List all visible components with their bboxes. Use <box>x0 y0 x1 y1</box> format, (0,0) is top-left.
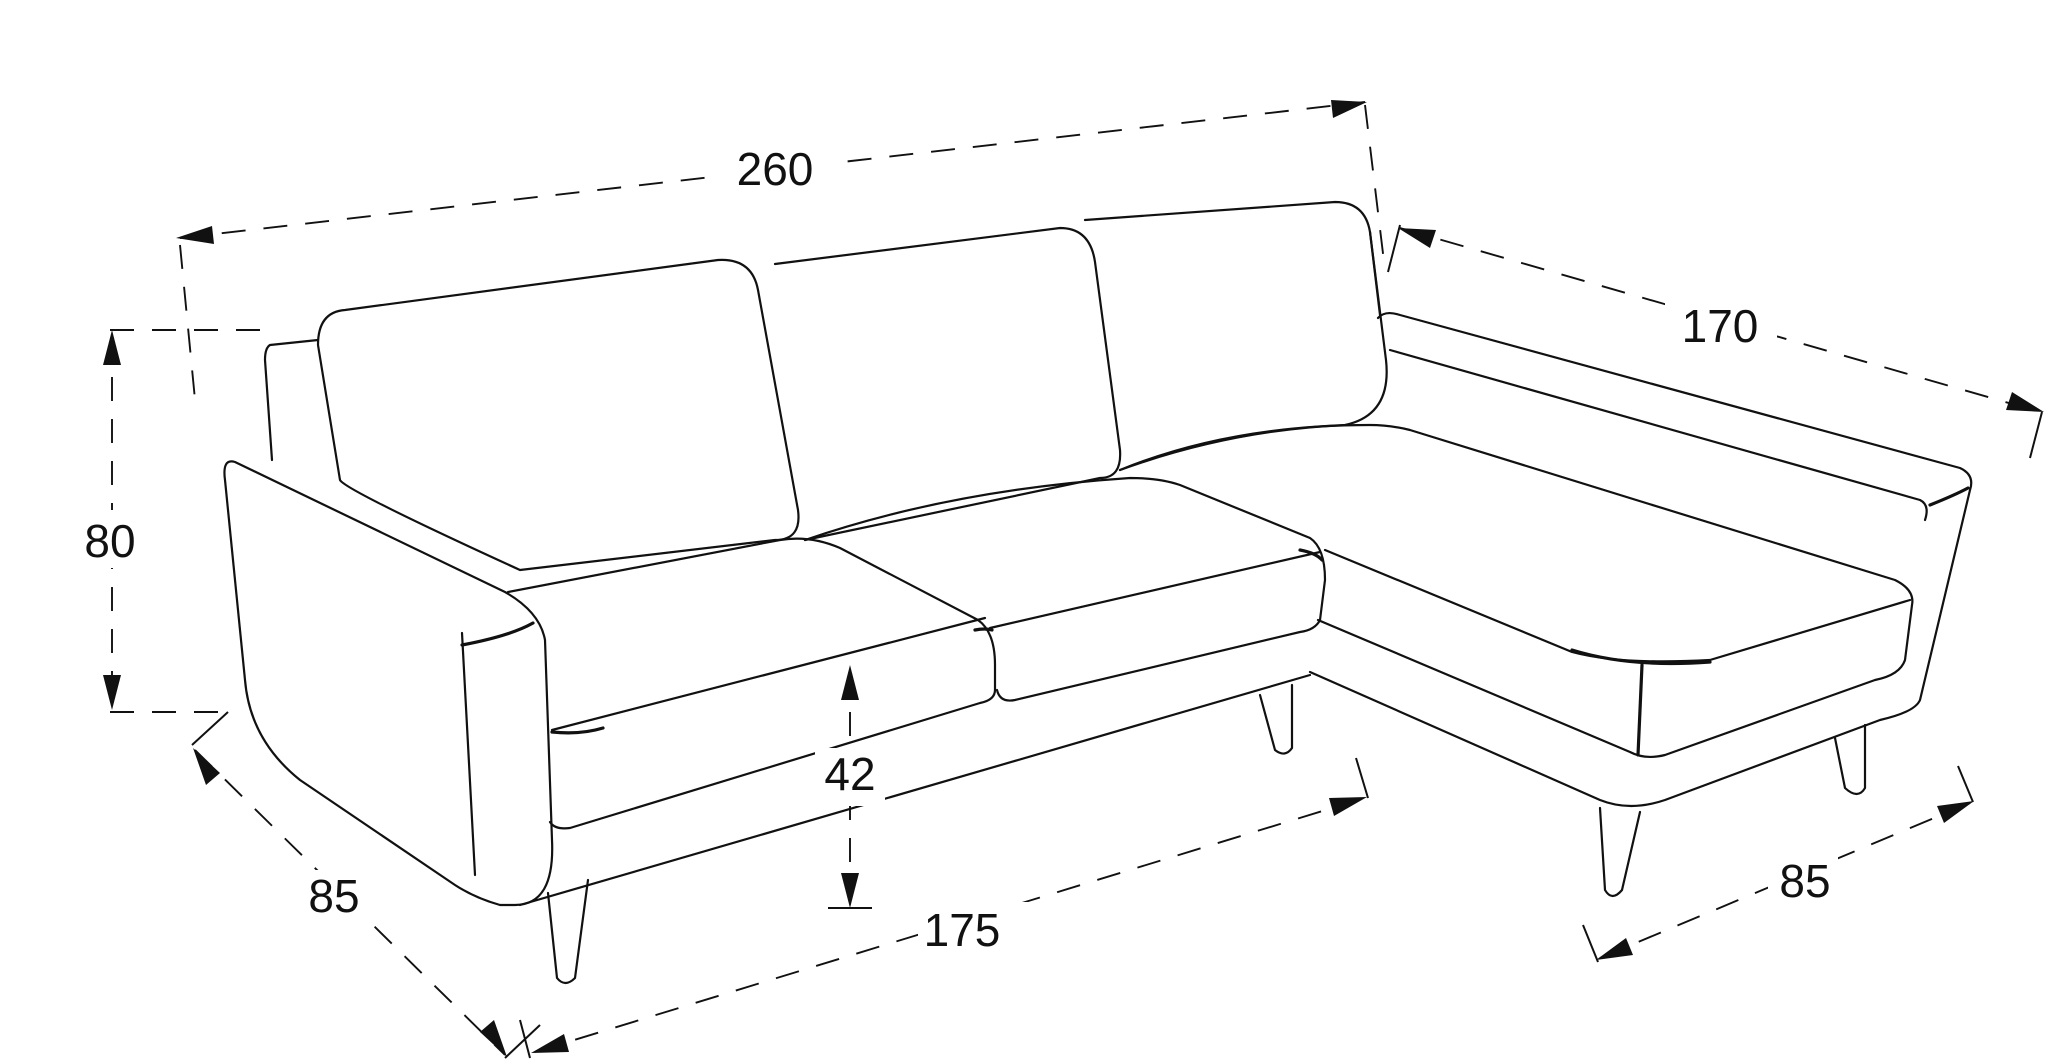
dim-chaise-depth-arrow-left <box>1596 938 1633 960</box>
dim-sofa-width-arrow-right <box>1329 797 1367 816</box>
chaise-cushion-seam <box>1570 648 1712 666</box>
chaise-right-arm-seam <box>1928 486 1970 507</box>
dim-sofa-width-tick-right <box>1355 757 1369 799</box>
dim-depth-arrow-top <box>193 748 220 785</box>
dim-chaise-length-arrow-left <box>1398 228 1436 248</box>
left-armrest-seam <box>460 621 535 647</box>
sofa-outline <box>223 200 1973 985</box>
sofa-base <box>518 673 1312 907</box>
dim-total-width-arrow-right <box>1331 100 1367 118</box>
seat-cushion-2-front <box>988 550 1322 630</box>
label-seat-height: 42 <box>824 748 875 800</box>
dim-seat-height-arrow-top <box>841 665 859 700</box>
left-armrest-inner <box>460 631 477 877</box>
label-height: 80 <box>84 515 135 567</box>
dimension-lines <box>103 100 2044 1059</box>
leg-front-left <box>546 878 590 985</box>
seat-cushion-1-front <box>550 616 987 732</box>
dim-chaise-length-arrow-right <box>2006 392 2044 412</box>
back-cushion-3 <box>1083 200 1388 472</box>
dim-total-width-ext-right <box>1364 104 1386 271</box>
leg-back-right <box>1833 723 1867 796</box>
chaise-right-arm <box>1308 311 1973 808</box>
dim-chaise-depth-arrow-right <box>1937 801 1974 823</box>
left-back-arm <box>263 338 320 462</box>
label-total-width: 260 <box>737 143 814 195</box>
dimension-labels: 260 170 80 85 42 175 85 <box>78 138 1838 960</box>
dim-height-arrow-top <box>103 330 121 365</box>
back-cushion-3-edge <box>1368 230 1382 317</box>
dim-seat-height-arrow-bottom <box>841 873 859 908</box>
dim-chaise-depth-tick-left <box>1582 924 1599 963</box>
label-chaise-length: 170 <box>1682 300 1759 352</box>
chaise-cushion <box>1118 423 1914 759</box>
seat-cushion-2-seam-right <box>1298 548 1324 562</box>
seat-cushion-2-seam-left <box>973 627 994 632</box>
dim-chaise-depth-tick-right <box>1957 765 1974 803</box>
label-depth: 85 <box>308 870 359 922</box>
dim-depth-tick-top <box>191 711 229 746</box>
dim-depth-tick-bottom <box>504 1024 541 1059</box>
dim-total-width-ext-left <box>179 244 197 411</box>
dim-sofa-width-arrow-left <box>531 1034 569 1053</box>
back-cushion-2 <box>773 226 1122 542</box>
dim-chaise-length-line <box>1399 227 2041 413</box>
chaise-cushion-front <box>1323 548 1912 663</box>
chaise-cushion-seam-vertical <box>1636 663 1644 757</box>
dim-chaise-length-tick-left <box>1387 224 1401 273</box>
dim-depth-arrow-bottom <box>480 1020 507 1057</box>
seat-cushion-2 <box>803 476 1327 702</box>
dim-chaise-length-tick-right <box>2029 411 2043 459</box>
leg-front-right <box>1598 806 1642 898</box>
back-cushion-1 <box>316 258 800 572</box>
seat-cushion-1-seam <box>550 726 605 735</box>
leg-front-center <box>1258 683 1294 755</box>
left-armrest <box>223 460 554 907</box>
dim-height-arrow-bottom <box>103 675 121 710</box>
label-sofa-width: 175 <box>924 904 1001 956</box>
chaise-right-arm-top <box>1388 348 1928 522</box>
label-chaise-depth: 85 <box>1779 855 1830 907</box>
dim-total-width-arrow-left <box>176 226 214 244</box>
seat-cushion-1 <box>506 537 997 830</box>
dim-sofa-width-tick-left <box>519 1019 531 1059</box>
